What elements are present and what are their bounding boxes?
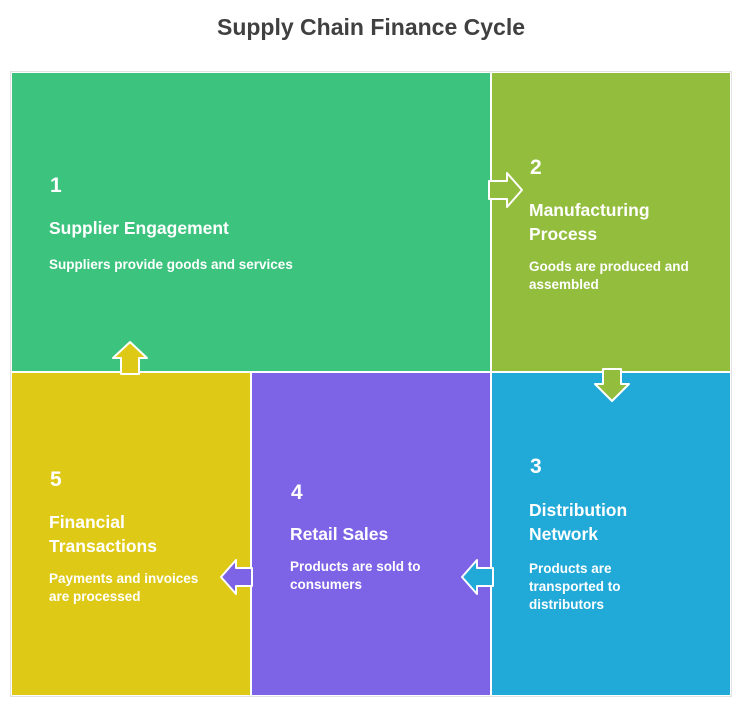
step-2-heading: Manufacturing Process bbox=[529, 200, 650, 244]
step-5-number: 5 bbox=[50, 468, 62, 491]
step-4-heading: Retail Sales bbox=[290, 524, 389, 544]
arrow-down-icon bbox=[594, 368, 630, 402]
step-4-panel bbox=[252, 373, 490, 695]
step-3-number: 3 bbox=[530, 455, 542, 478]
step-3-description: Products are transported to distributors bbox=[529, 561, 621, 612]
arrow-left-icon bbox=[461, 559, 494, 595]
step-2-panel bbox=[492, 73, 730, 371]
arrow-up-icon bbox=[112, 341, 148, 375]
arrow-right-icon bbox=[488, 172, 523, 208]
step-5-panel bbox=[12, 373, 250, 695]
diagram-title: Supply Chain Finance Cycle bbox=[216, 14, 526, 40]
step-5-description: Payments and invoices are processed bbox=[49, 571, 199, 604]
step-1-number: 1 bbox=[50, 174, 62, 197]
step-2-number: 2 bbox=[530, 156, 542, 179]
step-3-panel bbox=[492, 373, 730, 695]
step-3-heading: Distribution Network bbox=[529, 500, 628, 544]
diagram-frame bbox=[10, 71, 732, 697]
arrow-left-icon bbox=[220, 559, 253, 595]
step-4-description: Products are sold to consumers bbox=[290, 559, 421, 592]
step-4-number: 4 bbox=[291, 481, 303, 504]
step-1-description: Suppliers provide goods and services bbox=[49, 257, 293, 272]
step-2-description: Goods are produced and assembled bbox=[529, 259, 689, 292]
step-1-panel bbox=[12, 73, 490, 371]
step-5-heading: Financial Transactions bbox=[49, 512, 157, 556]
step-1-heading: Supplier Engagement bbox=[49, 218, 229, 238]
